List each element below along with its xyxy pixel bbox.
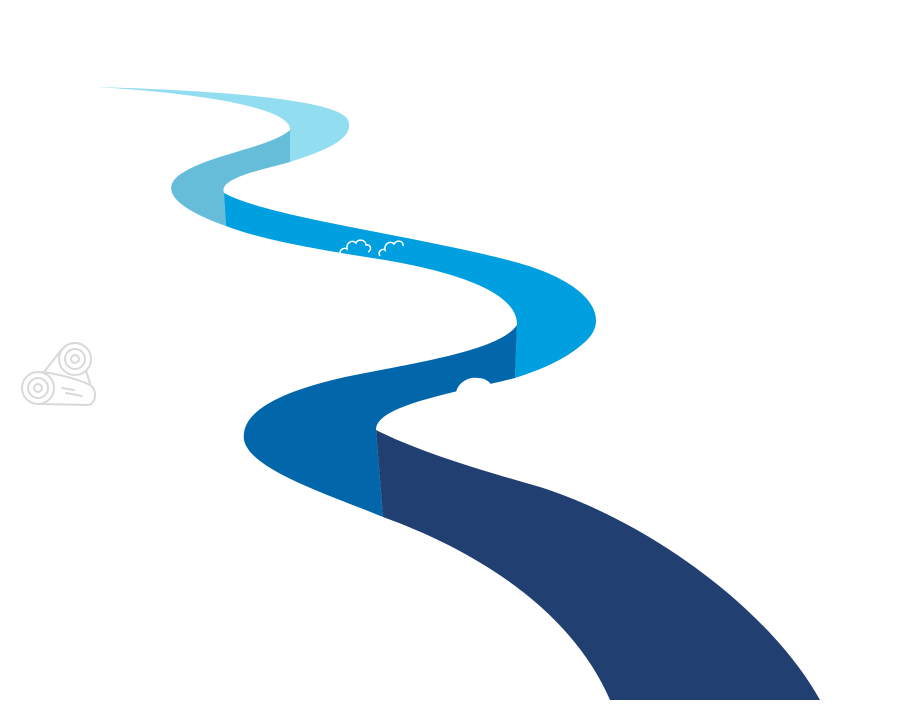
road-segment-1: [95, 87, 350, 162]
road-segment-5: [376, 430, 820, 700]
logs-icon: [21, 342, 96, 407]
cloud-icon: [455, 377, 495, 396]
cloud-outline-icon: [339, 239, 404, 257]
road-segment-4: [243, 325, 517, 517]
road-segment-3: [224, 193, 597, 378]
road-segment-2: [171, 130, 290, 226]
